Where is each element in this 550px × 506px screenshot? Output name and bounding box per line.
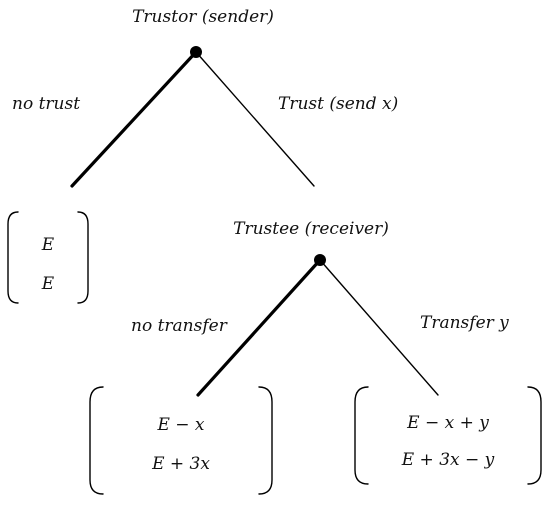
left-bracket bbox=[89, 386, 104, 495]
right-bracket bbox=[527, 386, 542, 485]
trustee-payoff: E + 3x − y bbox=[401, 450, 495, 470]
trustor-node bbox=[190, 46, 202, 58]
trust-branch bbox=[195, 51, 315, 187]
trustee-payoff: E bbox=[41, 274, 55, 294]
trustee-node-label: Trustee (receiver) bbox=[233, 219, 389, 239]
no-trust-branch bbox=[70, 50, 198, 188]
right-bracket bbox=[258, 386, 273, 495]
no-trust-label: no trust bbox=[12, 94, 80, 114]
trustee-payoff: E + 3x bbox=[151, 454, 210, 474]
trustor-payoff: E bbox=[41, 235, 55, 255]
trustor-node-label: Trustor (sender) bbox=[132, 7, 274, 27]
trust-label: Trust (send x) bbox=[278, 94, 398, 114]
trustor-payoff: E − x bbox=[156, 415, 204, 435]
payoff-transfer: E − x + y E + 3x − y bbox=[354, 386, 542, 485]
trustor-payoff: E − x + y bbox=[406, 413, 489, 433]
left-bracket bbox=[354, 386, 369, 485]
payoff-no-trust: E E bbox=[7, 211, 89, 304]
no-transfer-branch bbox=[196, 258, 322, 397]
no-transfer-label: no transfer bbox=[131, 316, 228, 336]
transfer-branch bbox=[319, 259, 439, 396]
trustee-node bbox=[314, 254, 326, 266]
payoff-no-transfer: E − x E + 3x bbox=[89, 386, 273, 495]
left-bracket bbox=[7, 211, 19, 304]
right-bracket bbox=[77, 211, 89, 304]
transfer-label: Transfer y bbox=[420, 313, 509, 333]
